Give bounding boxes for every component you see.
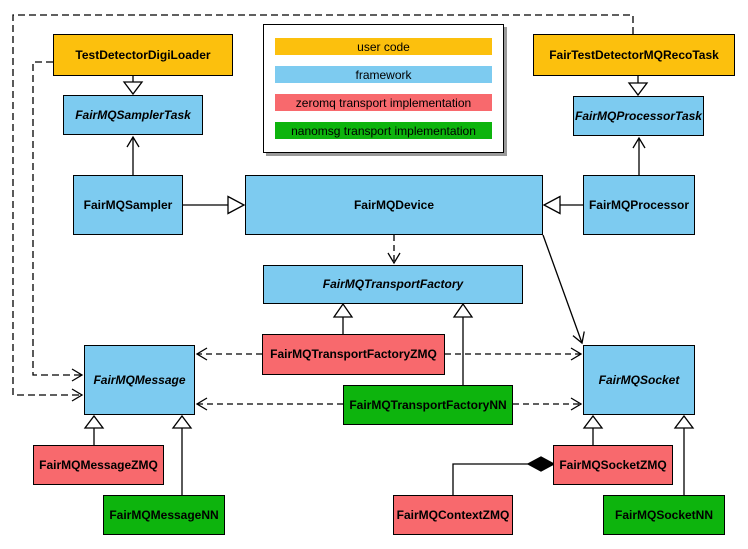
edge-messagenn-message-triangle [171,414,193,429]
legend-item-user-code: user code [275,38,492,55]
edge-messagezmq-message-triangle [83,414,105,429]
edge-factorynn-factory-triangle [452,302,474,318]
legend-item-zeromq: zeromq transport implementation [275,94,492,111]
class-box-fairmqsocket: FairMQSocket [583,345,695,415]
edge-socketzmq-socket-triangle [582,414,604,429]
class-box-fairmqcontextzmq: FairMQContextZMQ [393,495,513,535]
edge-contextzmq-to-socketzmq [452,463,528,495]
class-box-fairmqmessagezmq: FairMQMessageZMQ [33,445,164,485]
class-box-fairmqtransportfactoryzmq: FairMQTransportFactoryZMQ [262,334,445,375]
class-box-fairmqdevice: FairMQDevice [245,175,543,235]
legend: user code framework zeromq transport imp… [263,24,504,153]
class-box-fairmqprocessor: FairMQProcessor [583,175,695,235]
class-box-fairtestdetectormqrecotask: FairTestDetectorMQRecoTask [533,34,735,76]
edge-digiloader-samplertask-triangle [122,81,144,96]
class-box-fairmqprocessortask: FairMQProcessorTask [573,96,704,136]
edge-sampler-device-triangle [227,195,246,215]
class-box-fairmqmessage: FairMQMessage [84,345,195,415]
class-box-fairmqsocketnn: FairMQSocketNN [603,495,725,535]
class-box-fairmqtransportfactory: FairMQTransportFactory [263,265,523,304]
class-box-testdetectordigiloader: TestDetectorDigiLoader [53,34,233,76]
class-box-fairmqsocketzmq: FairMQSocketZMQ [553,445,673,485]
edge-recotask-to-message [12,14,634,402]
class-box-fairmqsampler: FairMQSampler [73,175,183,235]
legend-item-framework: framework [275,66,492,83]
class-box-fairmqsamplertask: FairMQSamplerTask [63,95,203,135]
edge-device-to-socket [542,234,585,345]
edge-recotask-processortask-triangle [627,82,649,97]
edge-socketnn-socket-triangle [673,414,695,429]
class-box-fairmqtransportfactorynn: FairMQTransportFactoryNN [343,385,513,425]
class-box-fairmqmessagenn: FairMQMessageNN [103,495,225,535]
edge-digiloader-to-message [32,61,84,382]
legend-item-nanomsg: nanomsg transport implementation [275,122,492,139]
composition-diamond [526,456,556,472]
edge-processor-device-triangle [542,195,561,215]
edge-factoryzmq-factory-triangle [332,302,354,318]
